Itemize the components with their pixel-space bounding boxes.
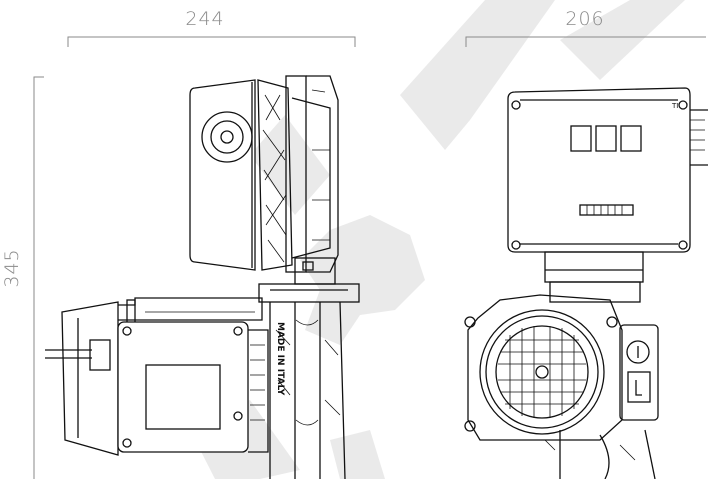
svg-text:TI: TI — [671, 102, 678, 110]
dimension-height-label: 345 — [1, 248, 23, 287]
dimension-height: 345 — [1, 76, 44, 479]
dimension-front-width: 206 — [465, 8, 706, 47]
made-in-label: MADE IN ITALY — [275, 322, 285, 396]
dimension-front-width-label: 206 — [565, 8, 604, 30]
dimension-side-width: 244 — [67, 8, 356, 47]
dimension-side-width-label: 244 — [185, 8, 224, 30]
side-view: MADE IN ITALY — [45, 75, 360, 479]
front-view: TI — [464, 87, 708, 479]
